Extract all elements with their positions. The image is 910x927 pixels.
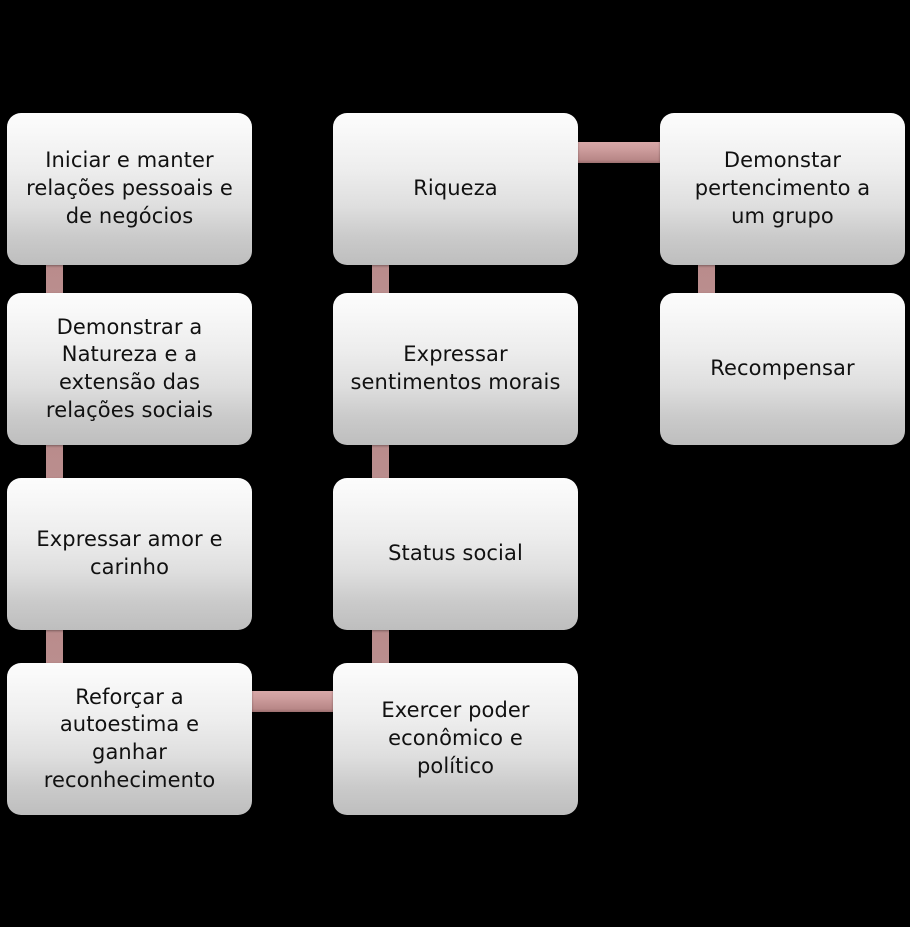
node-recompensar[interactable]: Recompensar: [660, 293, 905, 445]
node-reforcar-autoestima-reconhecimento[interactable]: Reforçar a autoestima e ganhar reconheci…: [7, 663, 252, 815]
node-label: Demonstrar a Natureza e a extensão das r…: [45, 314, 214, 422]
connector-riqueza-to-demonstar-pertencimento: [570, 142, 668, 163]
node-label: Recompensar: [710, 356, 855, 381]
node-iniciar-e-manter-relacoes[interactable]: Iniciar e manter relações pessoais e de …: [7, 113, 252, 265]
connector-expressar-sentimentos-to-status-social: [372, 438, 389, 484]
node-label: Demonstar pertencimento a um grupo: [694, 148, 871, 228]
node-label: Riqueza: [413, 176, 498, 201]
connector-status-social-to-exercer-poder: [372, 623, 389, 669]
node-label: Reforçar a autoestima e ganhar reconheci…: [43, 684, 216, 792]
node-label: Expressar amor e carinho: [36, 527, 223, 579]
node-status-social[interactable]: Status social: [333, 478, 578, 630]
node-label: Expressar sentimentos morais: [350, 342, 561, 394]
node-demonstar-pertencimento-grupo[interactable]: Demonstar pertencimento a um grupo: [660, 113, 905, 265]
connector-riqueza-to-expressar-sentimentos: [372, 258, 389, 300]
node-exercer-poder-economico-politico[interactable]: Exercer poder econômico e político: [333, 663, 578, 815]
connector-demonstar-pertencimento-to-recompensar: [698, 258, 715, 300]
connector-expressar-amor-to-reforcar-autoestima: [46, 623, 63, 669]
node-riqueza[interactable]: Riqueza: [333, 113, 578, 265]
node-label: Exercer poder econômico e político: [381, 698, 530, 778]
node-expressar-sentimentos-morais[interactable]: Expressar sentimentos morais: [333, 293, 578, 445]
connector-iniciar-to-demonstrar-natureza: [46, 258, 63, 300]
node-expressar-amor-e-carinho[interactable]: Expressar amor e carinho: [7, 478, 252, 630]
node-label: Iniciar e manter relações pessoais e de …: [26, 148, 233, 228]
node-label: Status social: [388, 541, 523, 566]
connector-reforcar-autoestima-to-exercer-poder: [244, 691, 341, 712]
connector-demonstrar-natureza-to-expressar-amor: [46, 438, 63, 484]
node-demonstrar-natureza-extensao[interactable]: Demonstrar a Natureza e a extensão das r…: [7, 293, 252, 445]
